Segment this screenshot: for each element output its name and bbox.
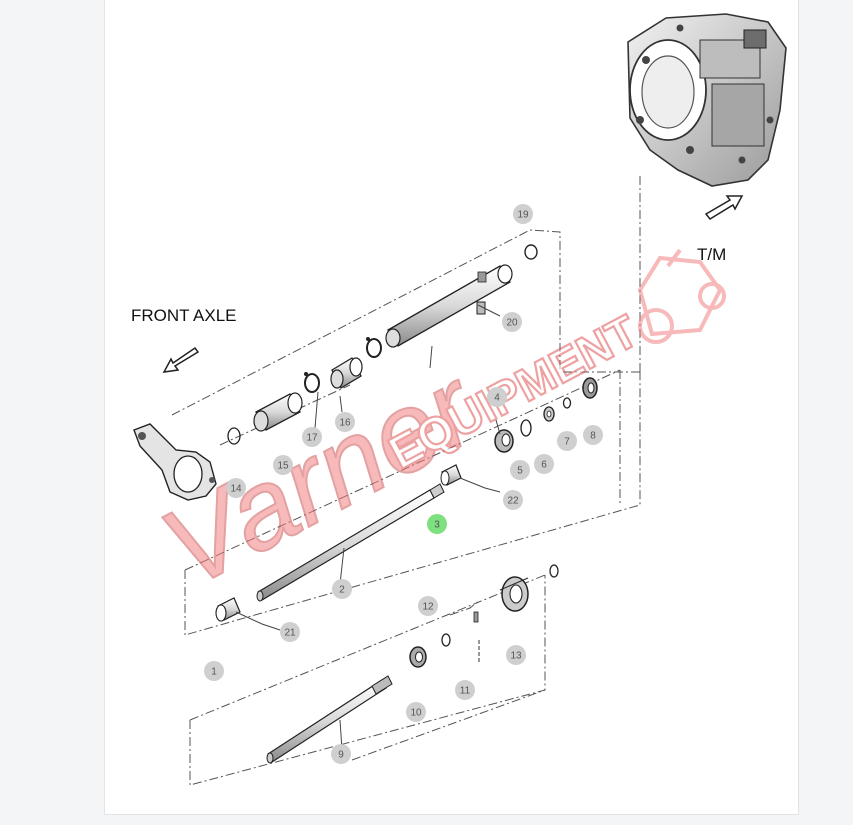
callout-16: 16 (335, 412, 355, 432)
callout-number-9: 9 (338, 750, 344, 761)
callout-9: 9 (331, 744, 351, 764)
callout-number-20: 20 (506, 318, 518, 329)
hydraulic-pipe-icon (385, 264, 513, 348)
callout-number-7: 7 (564, 437, 570, 448)
oring-13b-icon (549, 564, 559, 578)
callout-number-22: 22 (507, 496, 519, 507)
callout-badge-9 (331, 744, 351, 764)
assembly-outline-lines (171, 176, 641, 786)
oring-5-icon (520, 419, 532, 437)
transmission-housing-icon (627, 13, 787, 187)
callout-badge-10 (406, 702, 426, 722)
callout-15: 15 (273, 455, 293, 475)
callout-12: 12 (418, 596, 438, 616)
callout-badge-8 (583, 425, 603, 445)
callout-number-3: 3 (434, 520, 440, 531)
callout-badge-1 (204, 661, 224, 681)
callout-number-19: 19 (517, 210, 529, 221)
callout-number-5: 5 (517, 466, 523, 477)
coupling-1-icon (215, 597, 241, 622)
callout-badge-7 (557, 431, 577, 451)
callout-number-21: 21 (284, 628, 296, 639)
callout-number-10: 10 (410, 708, 422, 719)
pin-12-icon (473, 611, 479, 623)
flange-13-icon (499, 576, 529, 612)
bearing-10-icon (409, 646, 427, 668)
callout-7: 7 (557, 431, 577, 451)
callout-number-14: 14 (230, 484, 242, 495)
callout-14: 14 (226, 478, 246, 498)
callout-10: 10 (406, 702, 426, 722)
front-axle-label: FRONT AXLE (131, 306, 237, 325)
coupling-22-icon (440, 464, 462, 486)
callout-20: 20 (502, 312, 522, 332)
callout-number-12: 12 (422, 602, 434, 613)
callout-number-2: 2 (339, 585, 345, 596)
callout-number-13: 13 (510, 651, 522, 662)
callout-badge-20 (502, 312, 522, 332)
bushing-15-icon (253, 392, 303, 432)
seal-8-icon (582, 377, 598, 399)
tractor-logo-icon (637, 248, 726, 344)
callout-19: 19 (513, 204, 533, 224)
callout-badge-17 (302, 427, 322, 447)
callout-badge-2 (332, 579, 352, 599)
oring-14-icon (227, 427, 241, 445)
callout-badge-22 (503, 490, 523, 510)
washer-6-icon (543, 406, 555, 422)
callout-badge-15 (273, 455, 293, 475)
callout-badge-12 (418, 596, 438, 616)
callout-number-4: 4 (494, 393, 500, 404)
callout-badge-14 (226, 478, 246, 498)
drive-shaft-icon (256, 483, 445, 602)
arrow-to-front-axle-icon (162, 346, 200, 373)
callout-number-1: 1 (211, 667, 217, 678)
output-shaft-icon (266, 675, 393, 764)
callout-22: 22 (503, 490, 523, 510)
callout-17: 17 (302, 427, 322, 447)
callout-11: 11 (455, 680, 475, 700)
bushing-16-icon (330, 357, 363, 389)
callout-badge-11 (455, 680, 475, 700)
callout-number-6: 6 (541, 460, 547, 471)
callout-5: 5 (510, 460, 530, 480)
callout-1: 1 (204, 661, 224, 681)
callout-badge-19 (513, 204, 533, 224)
bearing-4-icon (494, 429, 514, 453)
arrow-to-transmission-icon (704, 195, 744, 220)
callout-badge-4 (487, 387, 507, 407)
callout-number-15: 15 (277, 461, 289, 472)
callout-2: 2 (332, 579, 352, 599)
callout-8: 8 (583, 425, 603, 445)
oring-19-icon (524, 244, 538, 260)
callout-badge-16 (335, 412, 355, 432)
callout-6: 6 (534, 454, 554, 474)
callout-badge-21 (280, 622, 300, 642)
callout-3: 3 (427, 514, 447, 534)
steering-knuckle-icon (133, 423, 217, 501)
callout-number-17: 17 (306, 433, 318, 444)
callout-21: 21 (280, 622, 300, 642)
callout-number-16: 16 (339, 418, 351, 429)
callout-badge-6 (534, 454, 554, 474)
callout-4: 4 (487, 387, 507, 407)
callout-badge-13 (506, 645, 526, 665)
snap-ring-7-icon (562, 397, 572, 409)
clamp-17-icon (304, 337, 382, 393)
watermark-script: Varner (143, 343, 499, 611)
transmission-label: T/M (697, 245, 726, 264)
callout-number-8: 8 (590, 431, 596, 442)
callout-badge-5 (510, 460, 530, 480)
callout-13: 13 (506, 645, 526, 665)
callout-badge-3 (427, 514, 447, 534)
oring-10b-icon (441, 633, 451, 647)
callout-number-11: 11 (460, 686, 471, 697)
